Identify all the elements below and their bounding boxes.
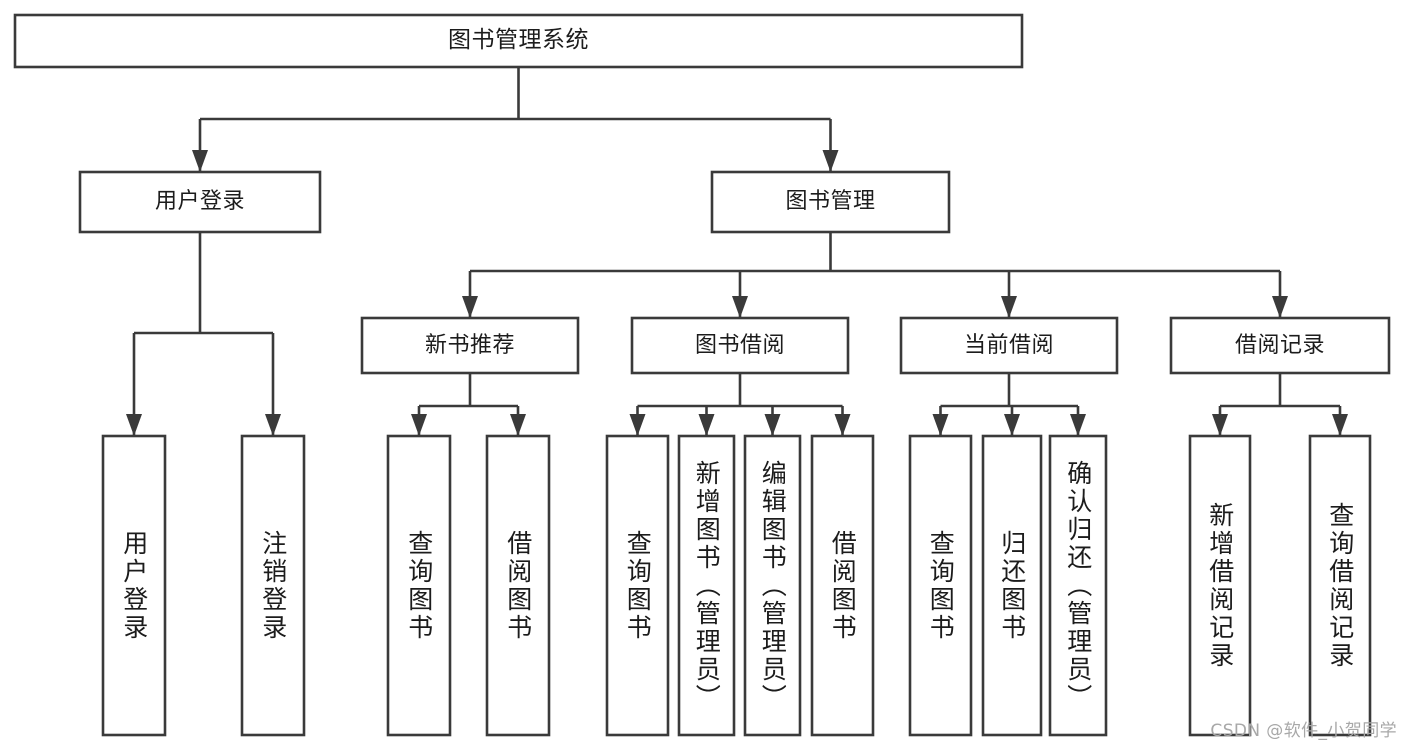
arrowhead-icon-book-borrow <box>732 296 748 318</box>
arrowhead-icon-leaf-query-book-1 <box>411 414 427 436</box>
node-box-borrow-record <box>1169 316 1391 375</box>
node-box-book-borrow <box>630 316 850 375</box>
arrowhead-icon-leaf-edit-book <box>764 414 781 436</box>
node-box-leaf-borrow-book-1 <box>485 434 551 737</box>
node-box-leaf-query-book-3 <box>908 434 973 737</box>
node-box-leaf-query-book-2 <box>605 434 670 737</box>
arrowhead-icon-user-login <box>192 150 208 172</box>
box-layer <box>13 13 1391 737</box>
node-box-leaf-add-book <box>677 434 736 737</box>
arrowhead-icon-leaf-add-record <box>1212 414 1228 436</box>
node-box-leaf-confirm-return <box>1048 434 1108 737</box>
watermark: CSDN @软件_小贺同学 <box>1210 721 1397 741</box>
node-box-leaf-query-book-1 <box>386 434 452 737</box>
arrowhead-icon-current-borrow <box>1001 296 1017 318</box>
node-box-leaf-query-record <box>1308 434 1372 737</box>
arrowhead-icon-leaf-borrow-book-2 <box>834 414 851 436</box>
node-box-leaf-return-book <box>981 434 1043 737</box>
arrowhead-icon-leaf-borrow-book-1 <box>510 414 526 436</box>
arrowhead-icon-leaf-confirm-return <box>1070 414 1086 436</box>
node-box-leaf-logout <box>240 434 306 737</box>
node-box-leaf-edit-book <box>743 434 802 737</box>
arrowhead-icon-leaf-return-book <box>1004 414 1020 436</box>
arrowhead-icon-leaf-query-record <box>1332 414 1348 436</box>
arrowhead-icon-borrow-record <box>1272 296 1288 318</box>
node-box-root <box>13 13 1024 69</box>
node-box-leaf-add-record <box>1188 434 1252 737</box>
node-box-new-book-recommend <box>360 316 580 375</box>
connector-layer <box>126 67 1348 436</box>
node-box-book-manage <box>710 170 951 234</box>
node-box-leaf-user-login <box>101 434 167 737</box>
arrowhead-icon-new-book-recommend <box>462 296 478 318</box>
arrowhead-icon-leaf-logout <box>265 414 281 436</box>
node-box-user-login <box>78 170 322 234</box>
arrowhead-icon-leaf-query-book-2 <box>629 414 646 436</box>
arrowhead-icon-leaf-user-login <box>126 414 142 436</box>
node-box-current-borrow <box>899 316 1119 375</box>
node-box-leaf-borrow-book-2 <box>810 434 875 737</box>
arrowhead-icon-leaf-query-book-3 <box>932 414 949 436</box>
arrowhead-icon-leaf-add-book <box>698 414 715 436</box>
arrowhead-icon-book-manage <box>822 150 839 172</box>
